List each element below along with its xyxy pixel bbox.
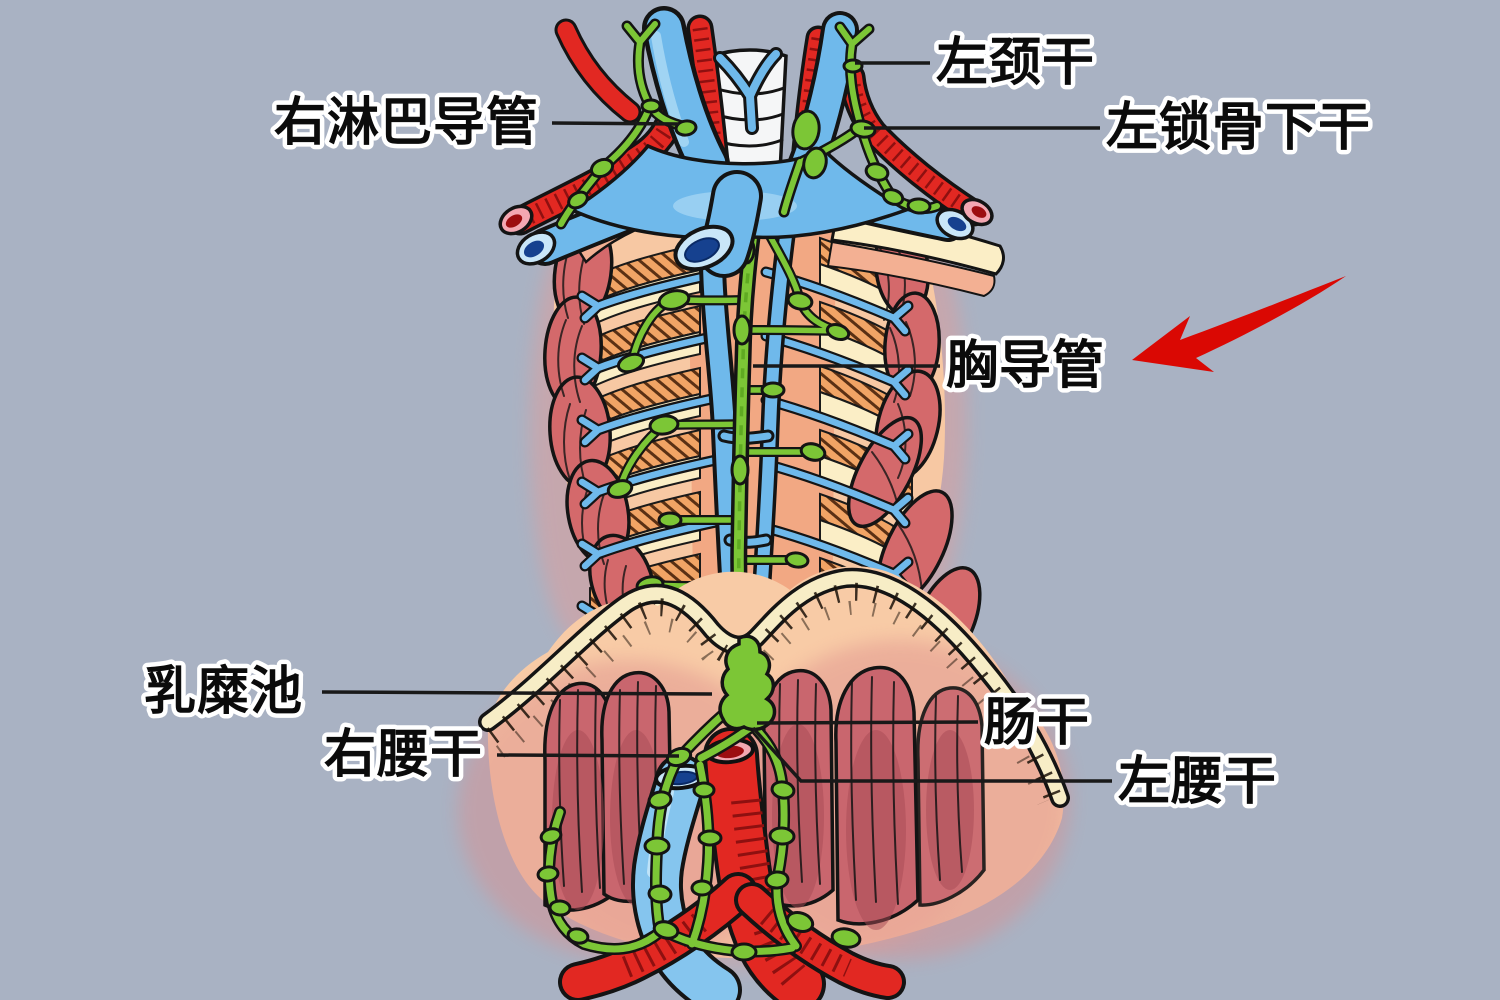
leader-right-lymphatic-duct	[551, 121, 680, 126]
azygos-arch-opening	[673, 224, 735, 272]
label-thoracic-duct: 胸导管	[946, 337, 1105, 395]
label-right-lymphatic-duct: 右淋巴导管	[274, 94, 539, 152]
cisterna-chyli-vessel	[536, 634, 862, 962]
first-rib-right-salmon	[826, 240, 996, 298]
diaphragm-edge	[478, 567, 1070, 808]
label-right-lumbar-trunk: 右腰干	[324, 726, 483, 784]
thorax-illustration	[530, 184, 982, 691]
label-cisterna-chyli: 乳糜池	[144, 663, 303, 721]
labels: 右淋巴导管 左颈干 左锁骨下干 胸导管 乳糜池 右腰干 肠干 左腰干	[140, 30, 1375, 816]
neck-vessels	[498, 6, 1005, 298]
label-left-subclavian-trunk: 左锁骨下干	[1106, 99, 1371, 157]
label-left-jugular-trunk: 左颈干	[936, 34, 1095, 92]
leader-right-lumbar-trunk	[496, 753, 680, 758]
leader-left-lumbar-trunk	[751, 726, 1112, 783]
label-intestinal-trunk: 肠干	[984, 694, 1090, 752]
leader-cisterna-chyli	[321, 690, 713, 696]
iliac-vessels	[558, 872, 906, 1000]
abdomen-illustration	[458, 566, 1070, 1000]
red-arrow-annotation	[1132, 276, 1346, 372]
cut-vessel-stubs	[498, 197, 994, 266]
neck-lymphatics	[555, 18, 943, 230]
leader-intestinal-trunk	[756, 720, 979, 725]
label-left-lumbar-trunk: 左腰干	[1118, 753, 1277, 811]
leader-lines	[321, 61, 1112, 783]
